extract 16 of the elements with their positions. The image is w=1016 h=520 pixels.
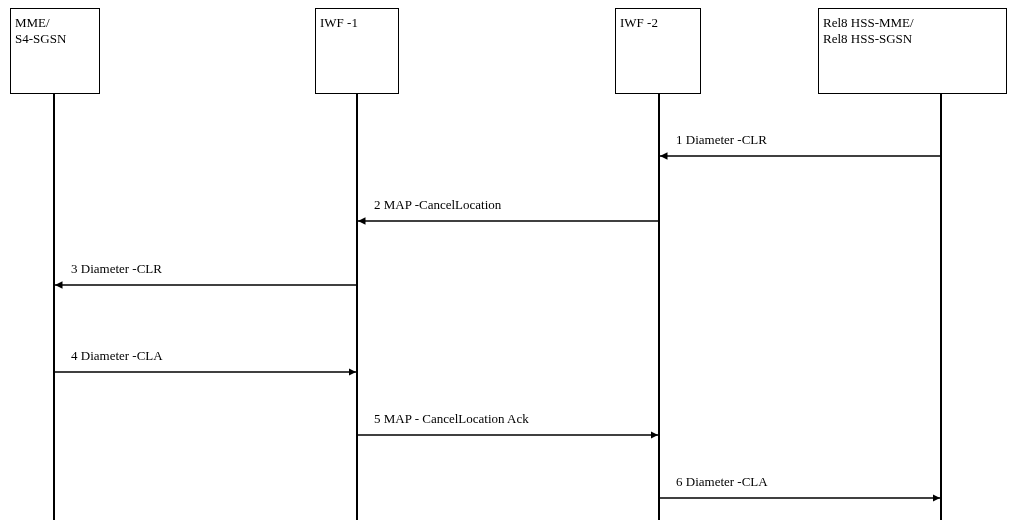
lifeline: [53, 94, 55, 520]
message-arrow: [54, 368, 357, 376]
participant-box: MME/ S4-SGSN: [10, 8, 100, 94]
message-arrow: [54, 281, 357, 289]
participant-box: IWF -1: [315, 8, 399, 94]
lifeline: [940, 94, 942, 520]
participant-box: Rel8 HSS-MME/ Rel8 HSS-SGSN: [818, 8, 1007, 94]
lifeline: [658, 94, 660, 520]
lifeline: [356, 94, 358, 520]
participant-box: IWF -2: [615, 8, 701, 94]
message-label: 5 MAP - CancelLocation Ack: [372, 411, 531, 426]
message-arrow: [659, 152, 941, 160]
message-label: 2 MAP -CancelLocation: [372, 197, 504, 212]
message-arrow: [659, 494, 941, 502]
message-arrow: [357, 217, 659, 225]
message-arrow: [357, 431, 659, 439]
